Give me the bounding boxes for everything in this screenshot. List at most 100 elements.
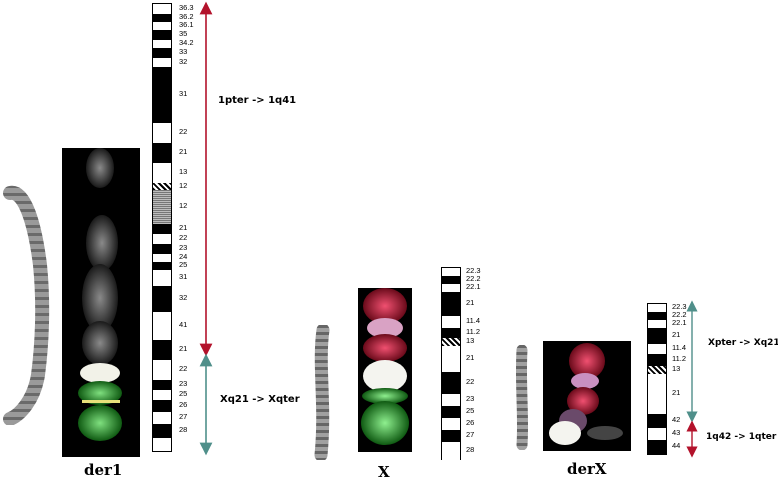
x-band-label: 28 (466, 445, 475, 454)
derx-label: derX (567, 460, 607, 478)
der1-band (153, 14, 171, 22)
derx-band (648, 328, 666, 344)
der1-band (153, 163, 171, 183)
derx-band (648, 344, 666, 354)
der1-band (153, 286, 171, 312)
der1-band-label: 12 (179, 180, 188, 190)
der1-band (153, 4, 171, 14)
x-band-label: 22.3 (466, 266, 481, 275)
derx-band-label: 22.2 (672, 310, 687, 319)
x-band (442, 292, 460, 316)
der1-band-label: 36.1 (179, 20, 194, 29)
der1-band-label: 24 (179, 252, 188, 261)
x-band-label: 21 (466, 298, 475, 307)
x-ideogram (441, 267, 461, 460)
derx-grayscale-chromosome (510, 344, 534, 451)
x-band (442, 346, 460, 372)
der1-band-label: 13 (179, 167, 188, 176)
der1-band (153, 400, 171, 412)
der1-ideogram (152, 3, 172, 452)
derx-band-label: 11.2 (672, 354, 687, 363)
der1-band-label: 23 (179, 243, 188, 252)
der1-label: der1 (84, 461, 123, 479)
derx-band-label: 43 (672, 428, 681, 437)
x-label: X (378, 463, 390, 481)
der1-band (153, 224, 171, 234)
der1-band-label: 32 (179, 56, 188, 66)
x-band-label: 21 (466, 353, 475, 362)
der1-band (153, 254, 171, 262)
der1-band (153, 360, 171, 380)
derx-ideogram (647, 303, 667, 455)
derx-band-label: 11.4 (672, 343, 687, 352)
der1-band-label: 28 (179, 425, 188, 434)
der1-band (153, 340, 171, 360)
derx-band (648, 428, 666, 440)
x-band (442, 394, 460, 406)
der1-band (153, 412, 171, 424)
der1-segment-1-label: 1pter -> 1q41 (218, 95, 297, 106)
der1-band (153, 234, 171, 244)
x-band-label: 22.1 (466, 282, 481, 291)
x-band-label: 11.4 (466, 316, 481, 325)
der1-band-label: 33 (179, 47, 188, 56)
derx-fish-image (543, 341, 631, 451)
x-band-label: 26 (466, 418, 475, 427)
der1-band-label: 21 (179, 223, 188, 232)
x-band (442, 372, 460, 394)
der1-band (153, 380, 171, 390)
derx-segment-1-label: Xpter -> Xq21 (708, 338, 778, 348)
der1-band-label: 25 (179, 389, 188, 398)
x-band (442, 284, 460, 292)
x-band (442, 338, 460, 346)
der1-grayscale-chromosome (0, 185, 60, 426)
der1-band-label: 41 (179, 320, 188, 329)
derx-band-label: 44 (672, 441, 681, 450)
der1-band-label: 27 (179, 412, 188, 421)
derx-band-label: 22.1 (672, 318, 687, 327)
x-grayscale-chromosome (306, 323, 336, 462)
der1-band (153, 30, 171, 40)
der1-band-label: 34.2 (179, 38, 194, 47)
der1-band-label: 26 (179, 400, 188, 409)
der1-band (153, 58, 171, 67)
der1-band (153, 67, 171, 123)
der1-band (153, 183, 171, 190)
der1-band-label: 21 (179, 147, 188, 156)
der1-band-label: 23 (179, 379, 188, 388)
der1-band (153, 424, 171, 438)
der1-band-label: 12 (179, 201, 188, 210)
der1-segment-2-label: Xq21 -> Xqter (220, 394, 300, 405)
der1-band (153, 48, 171, 58)
der1-band-label: 22 (179, 233, 188, 242)
der1-band-label: 31 (179, 89, 188, 98)
der1-band (153, 22, 171, 30)
derx-band (648, 414, 666, 428)
der1-band (153, 270, 171, 286)
x-band-label: 22.2 (466, 274, 481, 283)
x-band-label: 22 (466, 377, 475, 386)
derx-band (648, 366, 666, 374)
derx-band-label: 42 (672, 415, 681, 424)
derx-band-label: 13 (672, 364, 681, 373)
der1-band (153, 262, 171, 270)
der1-band (153, 143, 171, 163)
der1-band-label: 35 (179, 29, 188, 38)
der1-band (153, 244, 171, 254)
x-band-label: 13 (466, 336, 475, 345)
der1-band-label: 21 (179, 344, 188, 353)
x-band (442, 316, 460, 328)
der1-band-label: 36.3 (179, 3, 194, 12)
derx-band-label: 21 (672, 388, 681, 397)
x-band (442, 406, 460, 418)
derx-band-label: 22.3 (672, 302, 687, 311)
der1-band-label: 22 (179, 127, 188, 136)
derx-segment-2-label: 1q42 -> 1qter (706, 432, 777, 442)
der1-band (153, 123, 171, 143)
der1-band-label: 25 (179, 260, 188, 269)
x-band (442, 442, 460, 460)
der1-band (153, 190, 171, 224)
derx-band (648, 440, 666, 454)
x-band (442, 276, 460, 284)
der1-fish-image (62, 148, 140, 457)
